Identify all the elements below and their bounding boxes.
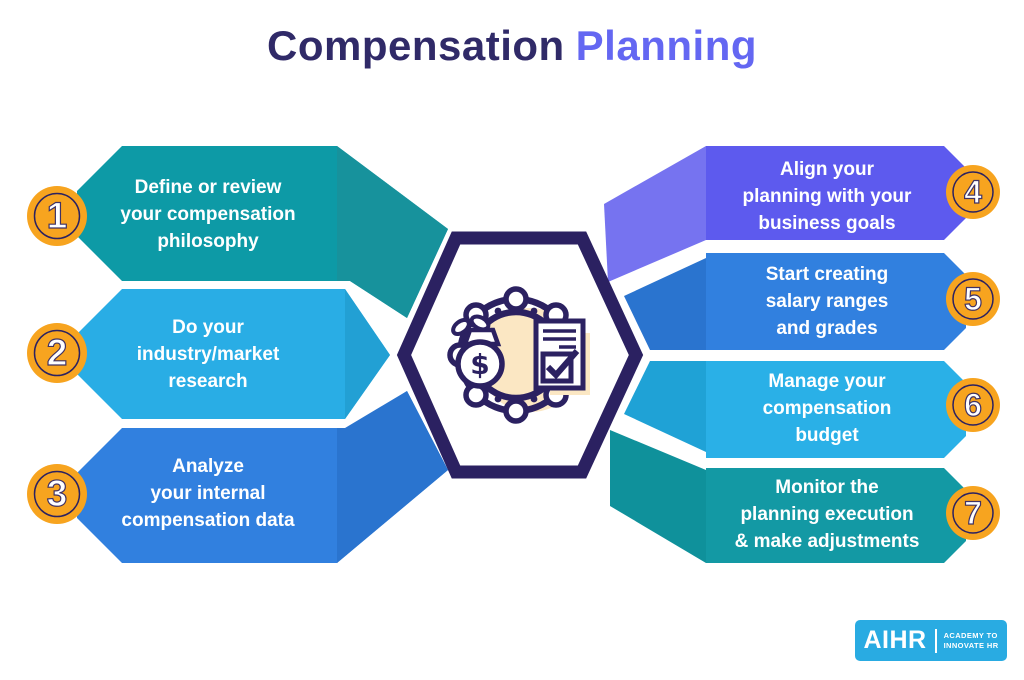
badge-4: [946, 165, 1000, 219]
step-3-line-3: compensation data: [121, 510, 295, 531]
banner-3-tail: [337, 391, 448, 563]
step-6-label: Manage your compensation budget: [708, 368, 946, 449]
step-7-number: 7: [963, 494, 982, 531]
step-2-label: Do your industry/market research: [88, 314, 328, 395]
banner-4-shape: [706, 146, 966, 240]
step-7-line-1: Monitor the: [775, 477, 879, 498]
dollar-sign: $: [470, 348, 489, 381]
banner-step-7: [610, 430, 966, 563]
banner-5-tail: [624, 258, 706, 350]
banner-4-tail: [604, 146, 706, 282]
banner-2-shape: [77, 289, 390, 419]
step-5-line-2: salary ranges: [765, 291, 889, 312]
step-7-line-3: & make adjustments: [734, 531, 920, 552]
step-6-number: 6: [963, 386, 982, 423]
money-bag-icon: $: [451, 314, 505, 389]
step-2-line-1: Do your: [172, 317, 244, 338]
step-3-number: 3: [46, 472, 68, 514]
banner-7-tail: [610, 430, 706, 563]
logo-divider: [934, 628, 937, 653]
banner-6-tail: [624, 361, 706, 452]
step-6-line-2: compensation: [762, 398, 892, 419]
badge-5: [946, 272, 1000, 326]
badge-6: [946, 378, 1000, 432]
step-2-line-2: industry/market: [136, 344, 280, 365]
banner-step-6: [624, 361, 966, 458]
aihr-logo: AIHR ACADEMY TO INNOVATE HR: [855, 620, 1007, 661]
badge-1: [27, 186, 87, 246]
banner-step-5: [624, 253, 966, 350]
banner-5-shape: [706, 253, 966, 350]
banner-6-shape: [706, 361, 966, 458]
banner-7-shape: [706, 468, 966, 563]
logo-tagline-line-2: INNOVATE HR: [943, 640, 999, 650]
step-1-line-1: Define or review: [134, 177, 282, 198]
step-4-number: 4: [963, 173, 982, 210]
step-1-label: Define or review your compensation philo…: [88, 174, 328, 255]
step-7-label: Monitor the planning execution & make ad…: [708, 474, 946, 555]
checkmark-icon: [545, 349, 580, 380]
banner-2-tail: [345, 289, 390, 419]
step-6-line-1: Manage your: [768, 371, 886, 392]
banner-step-3: [77, 391, 448, 563]
step-3-label: Analyze your internal compensation data: [88, 453, 328, 534]
badge-7: [946, 486, 1000, 540]
step-1-line-3: philosophy: [157, 231, 259, 252]
badge-3: [27, 464, 87, 524]
step-6-line-3: budget: [795, 425, 859, 446]
step-1-line-2: your compensation: [120, 204, 296, 225]
step-3-line-1: Analyze: [172, 456, 244, 477]
step-4-line-3: business goals: [758, 213, 896, 234]
compensation-icon: $: [447, 286, 590, 424]
badge-2: [27, 323, 87, 383]
banner-step-2: [77, 289, 390, 419]
step-5-label: Start creating salary ranges and grades: [708, 261, 946, 342]
banner-step-4: [604, 146, 966, 282]
step-5-line-1: Start creating: [765, 264, 889, 285]
aihr-logo-text: AIHR: [863, 626, 927, 654]
banner-step-1: [77, 146, 448, 318]
title-primary: Compensation: [266, 22, 565, 69]
logo-tagline: ACADEMY TO INNOVATE HR: [944, 631, 999, 650]
document-checklist-icon: [533, 318, 590, 395]
step-7-line-2: planning execution: [740, 504, 914, 525]
step-4-label: Align your planning with your business g…: [708, 156, 946, 237]
step-3-line-2: your internal: [150, 483, 266, 504]
title-accent: Planning: [575, 22, 758, 69]
step-2-number: 2: [46, 331, 68, 373]
step-4-line-1: Align your: [780, 159, 874, 180]
banner-1-tail: [337, 146, 448, 318]
step-1-number: 1: [46, 194, 68, 236]
step-2-line-3: research: [168, 371, 248, 392]
number-badges: [27, 165, 1000, 540]
step-4-line-2: planning with your: [742, 186, 912, 207]
step-5-number: 5: [963, 280, 982, 317]
logo-tagline-line-1: ACADEMY TO: [943, 631, 998, 640]
step-5-line-3: and grades: [776, 318, 878, 339]
